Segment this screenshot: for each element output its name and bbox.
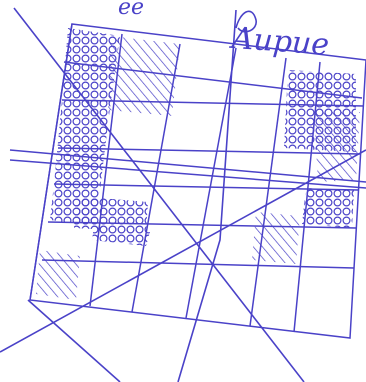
handwriting-fragment-left: ee [118,0,144,20]
handwriting-word-right: Aupue [228,21,330,63]
